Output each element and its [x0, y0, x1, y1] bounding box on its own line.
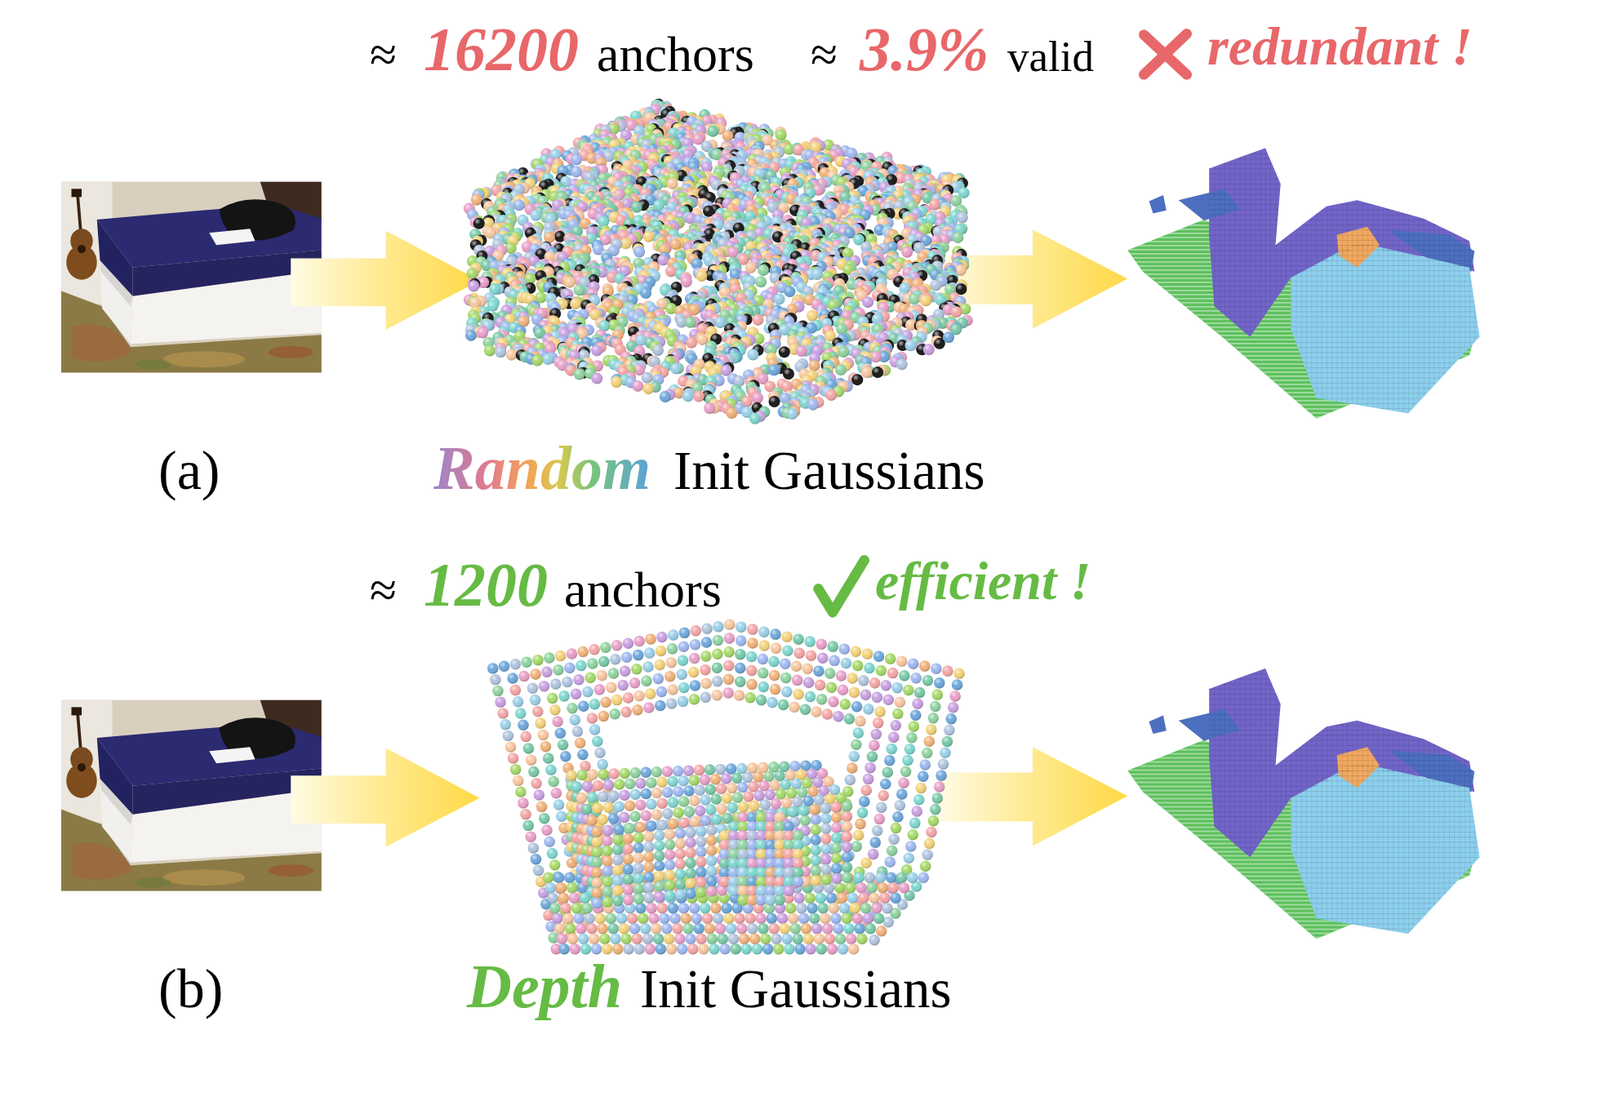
gaussian-sphere	[543, 231, 556, 244]
gaussian-sphere	[471, 194, 483, 206]
gaussian-sphere	[908, 293, 920, 305]
gaussian-sphere	[564, 276, 576, 289]
gaussian-sphere	[573, 284, 586, 296]
input-photo	[61, 700, 322, 892]
gaussian-sphere	[680, 275, 693, 288]
gaussian-sphere	[706, 125, 719, 138]
gaussian-sphere	[955, 283, 967, 295]
gaussian-sphere	[929, 280, 942, 292]
gaussian-sphere	[956, 212, 969, 224]
gaussian-sphere	[783, 285, 796, 298]
gaussian-sphere	[554, 231, 566, 243]
gaussian-sphere	[643, 231, 655, 243]
gaussian-sphere	[757, 264, 769, 276]
gaussian-sphere	[467, 280, 480, 292]
occupancy-output	[1127, 147, 1480, 418]
gaussian-sphere	[640, 287, 652, 299]
gaussian-sphere	[633, 246, 645, 258]
gaussian-sphere	[755, 275, 767, 288]
input-photo	[61, 182, 322, 374]
gaussian-sphere	[775, 128, 787, 141]
occupancy-output	[1127, 668, 1480, 939]
gaussian-sphere	[773, 293, 786, 305]
gaussian-sphere	[811, 268, 823, 280]
gaussian-sphere	[570, 165, 583, 178]
gaussian-sphere	[513, 199, 525, 211]
gaussian-sphere	[466, 267, 478, 280]
gaussian-sphere	[505, 242, 517, 254]
gaussian-sphere	[473, 217, 485, 230]
gaussian-sphere	[695, 270, 707, 282]
gaussian-sphere	[901, 246, 913, 258]
gaussian-sphere	[722, 129, 734, 142]
gaussian-sphere	[570, 154, 583, 166]
random-gaussians	[463, 98, 974, 425]
gaussian-sphere	[631, 201, 643, 214]
gaussian-sphere	[951, 231, 964, 244]
gaussian-sphere	[529, 209, 542, 222]
